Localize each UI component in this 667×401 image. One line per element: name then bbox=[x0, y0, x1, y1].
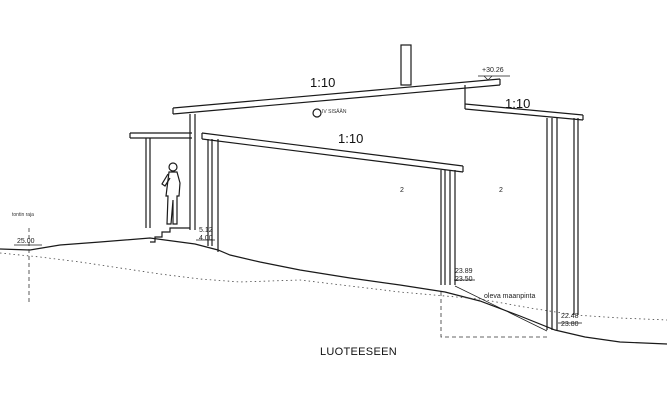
porch-canopy bbox=[129, 132, 192, 228]
existing-ground bbox=[0, 252, 667, 321]
level-markers bbox=[14, 75, 582, 324]
right-level-lower: 23.80 bbox=[561, 321, 579, 328]
ridge-level: +30.26 bbox=[482, 67, 504, 74]
chimney bbox=[400, 44, 412, 86]
lower-roof bbox=[201, 132, 464, 173]
person-figure bbox=[161, 162, 181, 225]
ventilation-label: IV SISÄÄN bbox=[322, 108, 347, 115]
roof-slope-lower: 1:10 bbox=[338, 131, 363, 146]
right-roof bbox=[464, 85, 584, 121]
porch-steps bbox=[150, 227, 190, 243]
entry-level-upper: 5.12 bbox=[199, 227, 213, 234]
left-wall bbox=[189, 114, 219, 252]
boundary-level: 25.00 bbox=[17, 238, 35, 245]
ventilation-symbol bbox=[312, 108, 322, 118]
entry-level-lower: 4.00 bbox=[199, 235, 213, 242]
upper-roof bbox=[172, 78, 501, 115]
ground-label: oleva maanpinta bbox=[484, 293, 535, 300]
roof-slope-upper: 1:10 bbox=[310, 75, 335, 90]
mid-level-lower: 23.50 bbox=[455, 276, 473, 283]
room-number-left: 2 bbox=[400, 187, 404, 194]
mid-level-upper: 23.89 bbox=[455, 268, 473, 275]
right-wall bbox=[546, 118, 579, 330]
foundation-outline bbox=[440, 285, 548, 338]
ground-line bbox=[0, 237, 667, 345]
boundary-label: tontin raja bbox=[12, 212, 34, 218]
roof-slope-right: 1:10 bbox=[505, 96, 530, 111]
room-number-right: 2 bbox=[499, 187, 503, 194]
mid-wall bbox=[440, 170, 456, 285]
drawing-title: LUOTEESEEN bbox=[320, 346, 397, 358]
right-level-upper: 22.48 bbox=[561, 313, 579, 320]
